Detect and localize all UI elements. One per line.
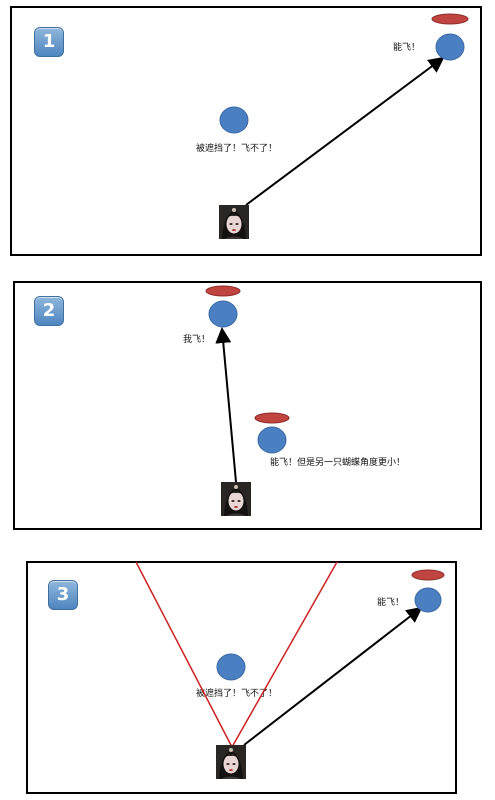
- step-badge-2: 2: [34, 296, 64, 326]
- panel2-top-wing-icon: [205, 285, 241, 297]
- panel1-target-wing-icon: [431, 13, 469, 25]
- panel2-fly-label: 我飞！: [183, 335, 211, 345]
- panel3-flight-arrow: [243, 606, 423, 746]
- panel2-flight-arrow: [215, 327, 237, 483]
- step-badge-1: 1: [34, 27, 64, 57]
- panel2-avatar-icon: [221, 482, 251, 516]
- panel3-target-butterfly-icon: [414, 587, 442, 613]
- panel3-blocked-butterfly-icon: [216, 653, 246, 681]
- panel1-can-fly-label: 能飞！: [393, 43, 421, 53]
- panel2-right-butterfly-icon: [257, 426, 287, 454]
- panel3-target-wing-icon: [411, 569, 445, 581]
- panel2-other-label: 能飞！但是另一只蝴蝶角度更小！: [270, 458, 406, 468]
- panel1-avatar-icon: [219, 205, 249, 239]
- panel1-target-butterfly-icon: [435, 33, 465, 61]
- panel3-avatar-icon: [216, 745, 246, 779]
- panel3-can-fly-label: 能飞！: [377, 598, 405, 608]
- panel1-blocked-butterfly-icon: [219, 106, 249, 134]
- panel3-blocked-label: 被遮挡了！飞不了！: [196, 689, 278, 699]
- panel2-right-wing-icon: [254, 412, 290, 424]
- panel2-top-butterfly-icon: [208, 300, 238, 328]
- panel1-blocked-label: 被遮挡了！飞不了！: [196, 144, 278, 154]
- panel1-flight-arrow: [245, 56, 445, 206]
- step-badge-3: 3: [48, 580, 78, 610]
